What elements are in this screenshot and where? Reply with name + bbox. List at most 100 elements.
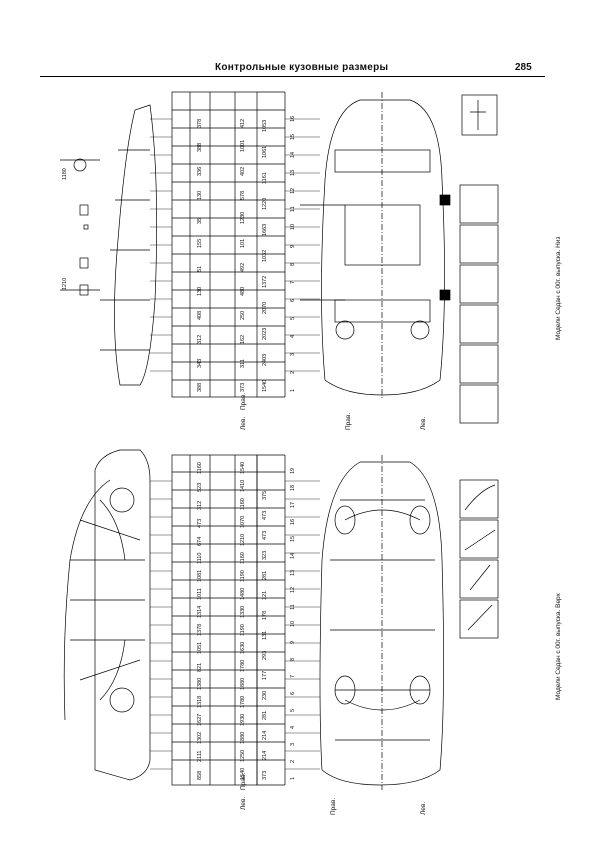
left-dim-c-cell: 373 bbox=[262, 770, 268, 780]
right-index-cell: 12 bbox=[290, 187, 296, 194]
right-body-side-view bbox=[60, 104, 158, 386]
left-dim-a-cell: 312 bbox=[197, 500, 203, 510]
left-index-cell: 10 bbox=[290, 620, 296, 627]
right-dim-b-cell: 578 bbox=[240, 190, 246, 200]
left-dim-b-cell: 1190 bbox=[240, 570, 246, 582]
left-index-cell: 12 bbox=[290, 586, 296, 593]
right-dim-b-cell: 101 bbox=[240, 238, 246, 248]
right-dim-c-cell: 2023 bbox=[262, 327, 268, 340]
left-dim-c-cell: 178 bbox=[262, 610, 268, 620]
left-dim-b-cell: 1160 bbox=[240, 552, 246, 564]
left-dim-a-cell: 1051 bbox=[197, 641, 203, 654]
left-body-side-view bbox=[63, 449, 151, 781]
left-dim-c-cell: 281 bbox=[262, 710, 268, 720]
right-dim-b-cell: 480 bbox=[240, 286, 246, 296]
left-index-cell: 16 bbox=[290, 518, 296, 525]
right-index-cell: 7 bbox=[290, 280, 296, 284]
left-dim-c-cell: 293 bbox=[262, 650, 268, 660]
left-dim-c-cell: 473 bbox=[262, 510, 268, 520]
left-dim-b-cell: 1190 bbox=[240, 624, 246, 636]
left-index-cell: 19 bbox=[290, 467, 296, 474]
right-index-cell: 14 bbox=[290, 151, 296, 158]
left-index-cell: 13 bbox=[290, 569, 296, 576]
left-index-cell: 9 bbox=[290, 640, 296, 644]
left-index-cell: 1 bbox=[290, 776, 296, 780]
left-dim-b-cell: 1410 bbox=[240, 479, 246, 492]
right-direction-label: Прав. bbox=[240, 392, 247, 410]
left-dim-b-cell: 1330 bbox=[240, 605, 246, 618]
right-dim-a-cell: 378 bbox=[197, 118, 203, 128]
left-dim-b-cell: 1210 bbox=[240, 533, 246, 546]
left-dim-a-cell: 1380 bbox=[197, 677, 203, 690]
left-dim-a-cell: 858 bbox=[197, 770, 203, 780]
left-direction-label: Прав. bbox=[330, 797, 337, 815]
left-dim-b-cell: 1880 bbox=[240, 731, 246, 744]
left-dim-b-cell: 1540 bbox=[240, 461, 246, 474]
right-dim-b-cell: 1001 bbox=[240, 139, 246, 152]
right-dim-b-cell: 373 bbox=[240, 382, 246, 392]
left-diagram-caption: Модели Седан с 00г. выпуска. Верх bbox=[555, 593, 562, 700]
right-dim-c-cell: 1061 bbox=[262, 145, 268, 158]
header-rule bbox=[40, 76, 545, 77]
right-index-cell: 9 bbox=[290, 244, 296, 248]
left-index-cell: 11 bbox=[290, 604, 296, 610]
left-direction-label: Лев. bbox=[420, 801, 427, 815]
left-dim-a-cell: 1318 bbox=[197, 695, 203, 708]
right-dim-c-cell: 1372 bbox=[262, 275, 268, 288]
left-direction-label: Прав. bbox=[240, 772, 247, 790]
right-index-cell: 3 bbox=[290, 352, 296, 356]
left-dim-a-cell: 821 bbox=[197, 662, 203, 672]
right-index-cell: 1 bbox=[290, 388, 296, 392]
left-dim-b-cell: 1630 bbox=[240, 641, 246, 654]
right-dim-a-cell: 336 bbox=[197, 166, 203, 176]
page-number: 285 bbox=[515, 62, 532, 73]
right-index-cell: 11 bbox=[290, 206, 296, 212]
right-index-cell: 2 bbox=[290, 370, 296, 374]
left-dim-a-cell: 1160 bbox=[197, 462, 203, 474]
right-dim-c-cell: 1161 bbox=[262, 172, 268, 184]
left-dim-a-cell: 1302 bbox=[197, 731, 203, 744]
left-index-cell: 15 bbox=[290, 535, 296, 542]
right-dim-b-cell: 1230 bbox=[240, 211, 246, 224]
left-dim-c-cell: 214 bbox=[262, 730, 268, 740]
left-index-cell: 6 bbox=[290, 691, 296, 695]
left-dim-b-cell: 1780 bbox=[240, 659, 246, 672]
left-dim-c-cell: 177 bbox=[262, 670, 268, 680]
right-dim-b-cell: 311 bbox=[240, 359, 246, 368]
right-dim-c-cell: 2070 bbox=[262, 301, 268, 314]
right-dim-c-cell: 1032 bbox=[262, 249, 268, 262]
right-dim-a-cell: 130 bbox=[197, 190, 203, 200]
left-index-cell: 14 bbox=[290, 552, 296, 559]
left-dim-a-cell: 1314 bbox=[197, 605, 203, 618]
left-index-cell: 4 bbox=[290, 725, 296, 729]
right-direction-label: Прав. bbox=[345, 412, 352, 430]
left-dim-b-cell: 1780 bbox=[240, 695, 246, 708]
left-dim-a-cell: 1011 bbox=[197, 588, 203, 600]
right-dimension-table bbox=[171, 91, 286, 398]
right-dim-a-cell: 51 bbox=[197, 265, 203, 272]
left-dim-c-cell: 281 bbox=[262, 570, 268, 580]
left-dim-b-cell: 1480 bbox=[240, 587, 246, 600]
right-side-mark: 1180 bbox=[62, 168, 68, 180]
right-dim-a-cell: 388 bbox=[197, 142, 203, 152]
right-dim-a-cell: 343 bbox=[197, 358, 203, 368]
left-car-top-view bbox=[319, 455, 444, 790]
right-dim-c-cell: 1053 bbox=[262, 119, 268, 132]
right-dim-c-cell: 1220 bbox=[262, 197, 268, 210]
left-index-cell: 18 bbox=[290, 484, 296, 491]
left-detail-insets bbox=[459, 479, 499, 639]
right-dim-a-cell: 155 bbox=[197, 238, 203, 248]
right-dim-b-cell: 162 bbox=[240, 334, 246, 344]
right-dim-c-cell: 1663 bbox=[262, 223, 268, 236]
right-dim-b-cell: 402 bbox=[240, 166, 246, 176]
right-direction-label: Лев. bbox=[240, 416, 247, 430]
right-dim-b-cell: 412 bbox=[240, 118, 246, 128]
left-index-cell: 7 bbox=[290, 674, 296, 678]
right-underbody-view bbox=[300, 92, 451, 400]
left-dim-b-cell: 1250 bbox=[240, 749, 246, 762]
right-index-cell: 6 bbox=[290, 298, 296, 302]
right-side-mark: 1210 bbox=[62, 277, 68, 290]
left-index-cell: 3 bbox=[290, 742, 296, 746]
left-dim-c-cell: 214 bbox=[262, 750, 268, 760]
